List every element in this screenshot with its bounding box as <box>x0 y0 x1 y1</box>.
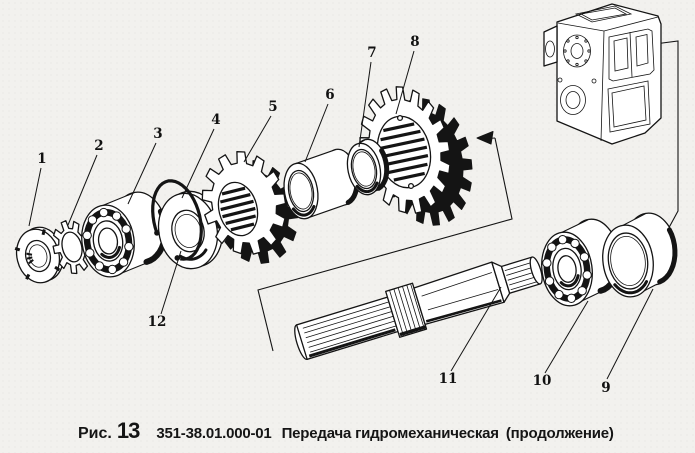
disc-part-12 <box>157 190 224 270</box>
lock-washer-part-2 <box>52 220 92 275</box>
callout-4: 4 <box>211 112 220 128</box>
callout-3: 3 <box>153 126 162 142</box>
figure-title: Передача гидромеханическая <box>281 425 499 442</box>
callout-7: 7 <box>367 45 376 61</box>
gear-part-5 <box>201 151 299 264</box>
callout-5: 5 <box>268 99 277 115</box>
ring-part-7 <box>346 138 390 196</box>
figure-label: Рис. <box>78 425 112 442</box>
leader-12 <box>160 250 182 315</box>
figure-caption: Рис.13 351-38.01.000-01 Передача гидроме… <box>78 418 614 444</box>
leader-2 <box>67 154 98 226</box>
shaft-part-11 <box>294 256 543 361</box>
leader-6 <box>304 103 329 163</box>
callout-9: 9 <box>601 380 610 396</box>
assembly-arrowhead-icon <box>476 131 494 145</box>
leader-11 <box>450 286 502 372</box>
callout-11: 11 <box>439 371 458 387</box>
leader-4 <box>181 128 215 199</box>
callout-12: 12 <box>148 314 167 330</box>
leader-9 <box>606 288 654 380</box>
leader-3 <box>127 142 157 205</box>
callout-6: 6 <box>325 87 334 103</box>
leader-1 <box>28 167 42 227</box>
leader-7 <box>358 61 372 148</box>
callout-1: 1 <box>37 151 46 167</box>
leader-8 <box>395 50 415 115</box>
gearbox-housing <box>543 3 662 145</box>
callout-8: 8 <box>410 34 419 50</box>
callout-2: 2 <box>94 138 103 154</box>
leader-5 <box>243 115 272 163</box>
leader-10 <box>544 300 589 374</box>
figure-part-code: 351-38.01.000-01 <box>156 425 272 442</box>
figure-title-suffix: (продолжение) <box>505 425 614 442</box>
figure-number: 13 <box>116 418 141 443</box>
ball-bearing-part-3 <box>81 191 169 278</box>
gear-part-8 <box>359 86 473 226</box>
slotted-nut-part-1 <box>14 226 65 284</box>
callout-10: 10 <box>533 373 552 389</box>
bearing-cup-part-9 <box>602 212 678 298</box>
assembly-direction-line-shaft <box>257 137 513 352</box>
diagram-canvas: 1 2 3 4 5 6 7 8 9 10 11 12 <box>14 3 679 396</box>
sleeve-part-6 <box>283 148 360 220</box>
